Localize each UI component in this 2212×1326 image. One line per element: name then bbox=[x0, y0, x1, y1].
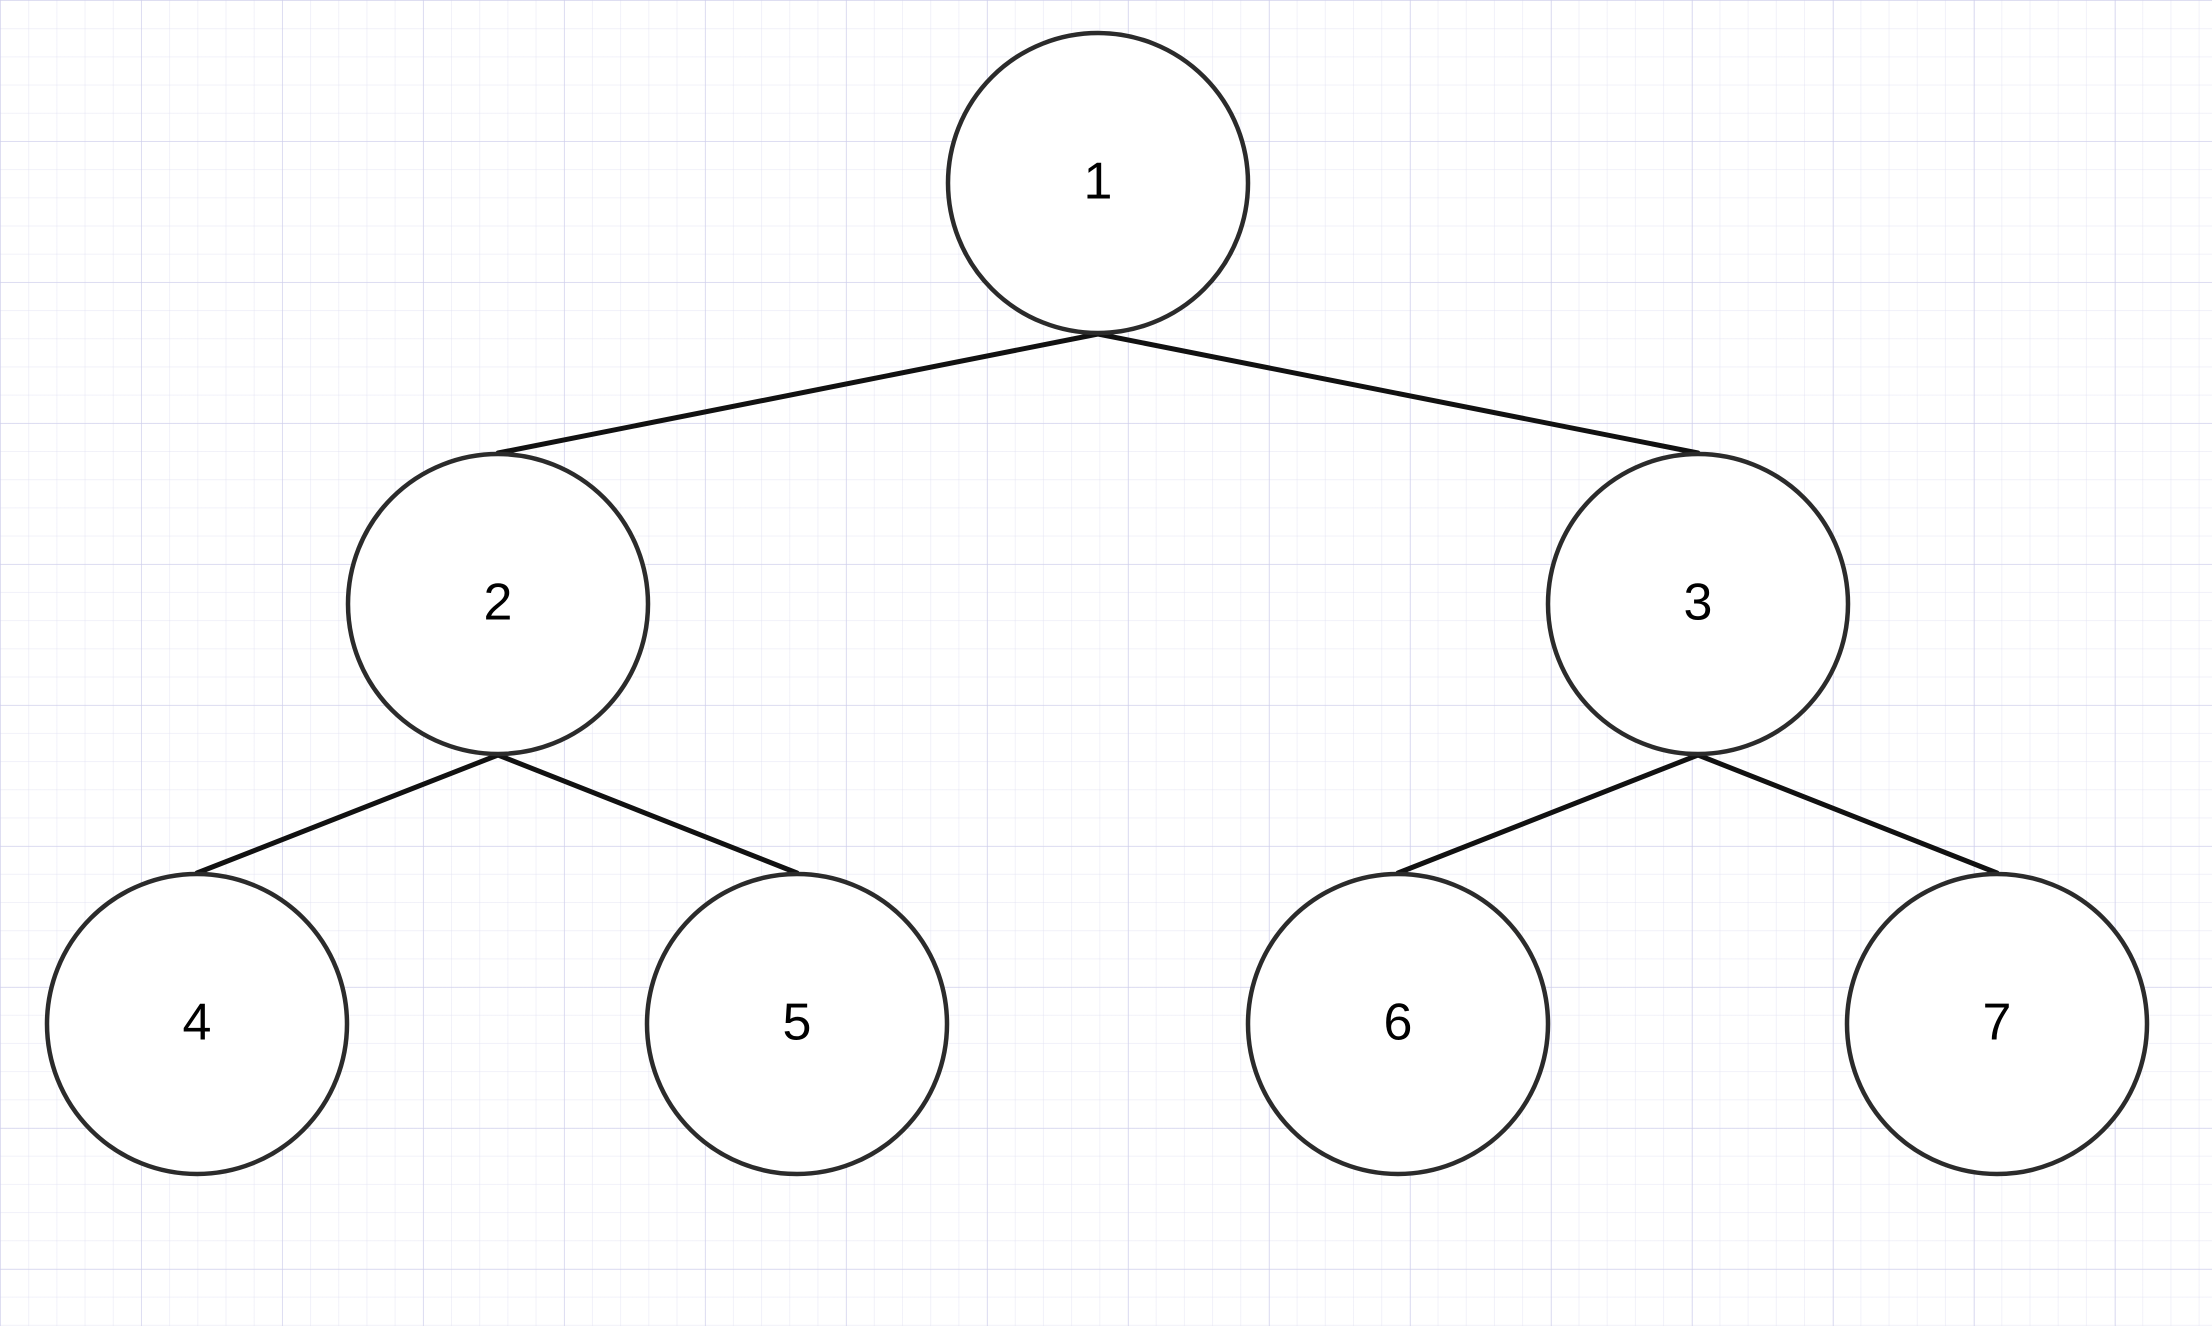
tree-node-4: 4 bbox=[44, 871, 350, 1177]
tree-node-5: 5 bbox=[644, 871, 950, 1177]
node-label-3: 3 bbox=[1684, 574, 1713, 632]
nodes-layer: 1 2 3 4 5 6 7 bbox=[44, 30, 2150, 1177]
node-label-2: 2 bbox=[484, 574, 513, 632]
node-circle-2 bbox=[345, 451, 651, 757]
tree-node-3: 3 bbox=[1545, 451, 1851, 757]
edges-layer bbox=[194, 331, 2000, 876]
edge-1-3 bbox=[1095, 331, 1701, 456]
node-circle-3 bbox=[1545, 451, 1851, 757]
edge-1-2 bbox=[495, 331, 1101, 456]
tree-node-2: 2 bbox=[345, 451, 651, 757]
tree-node-1: 1 bbox=[945, 30, 1251, 336]
tree-node-7: 7 bbox=[1844, 871, 2150, 1177]
node-circle-7 bbox=[1844, 871, 2150, 1177]
edge-3-6 bbox=[1395, 752, 1701, 876]
edge-3-7 bbox=[1695, 752, 2000, 876]
edge-2-4 bbox=[194, 752, 501, 876]
node-label-1: 1 bbox=[1084, 153, 1113, 211]
node-circle-4 bbox=[44, 871, 350, 1177]
node-label-6: 6 bbox=[1384, 994, 1413, 1052]
node-circle-6 bbox=[1245, 871, 1551, 1177]
node-circle-5 bbox=[644, 871, 950, 1177]
edge-2-5 bbox=[495, 752, 800, 876]
tree-node-6: 6 bbox=[1245, 871, 1551, 1177]
node-circle-1 bbox=[945, 30, 1251, 336]
node-label-7: 7 bbox=[1983, 994, 2012, 1052]
node-label-4: 4 bbox=[183, 994, 212, 1052]
node-label-5: 5 bbox=[783, 994, 812, 1052]
